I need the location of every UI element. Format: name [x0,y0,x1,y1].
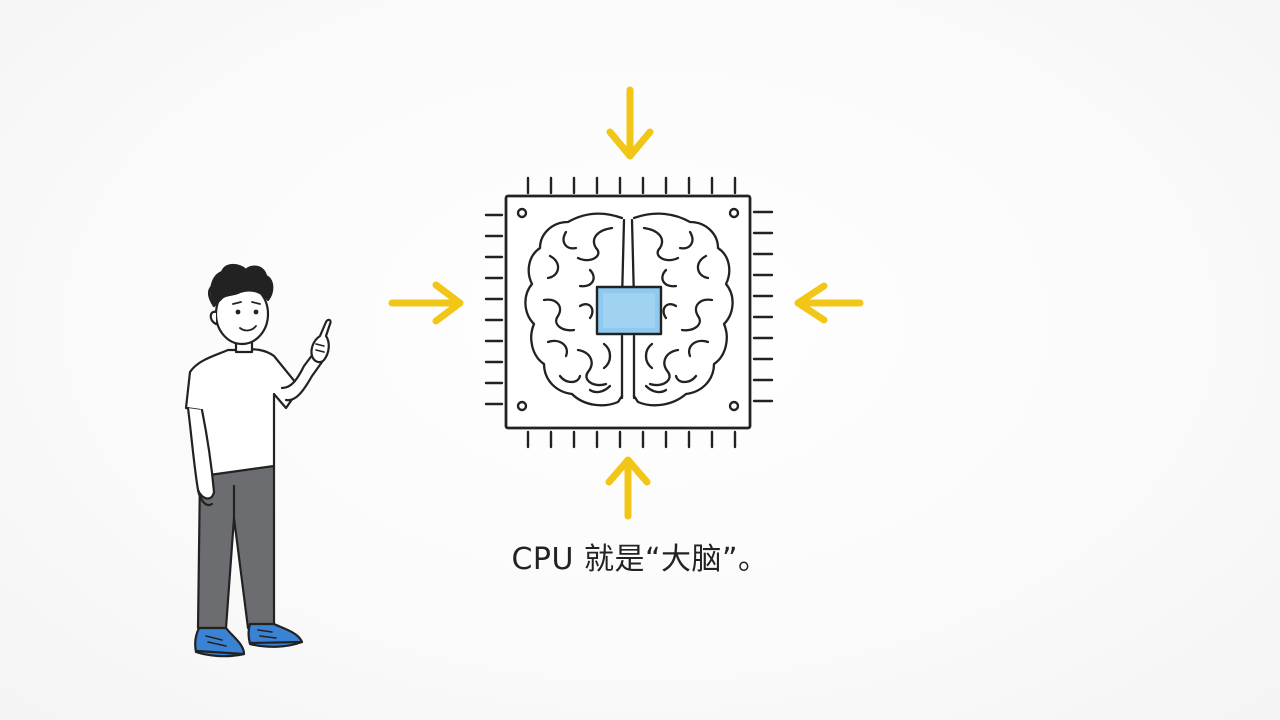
chip-pins-bottom [526,430,737,449]
pointing-person-icon [184,263,332,658]
cpu-chip-icon [484,176,774,449]
arrow-top-icon [606,86,654,160]
chip-pins-left [484,213,504,406]
person-shoe-left [194,626,246,658]
arrow-left-icon [388,281,464,325]
person-shirt [184,348,302,478]
chip-pins-top [526,176,737,195]
caption-text: CPU 就是“大脑”。 [511,542,769,577]
person-hair [210,263,274,308]
arrow-bottom-icon [605,456,651,520]
person-shoe-right [247,622,304,648]
chip-pins-right [752,210,774,403]
arrow-right-icon [794,282,864,324]
